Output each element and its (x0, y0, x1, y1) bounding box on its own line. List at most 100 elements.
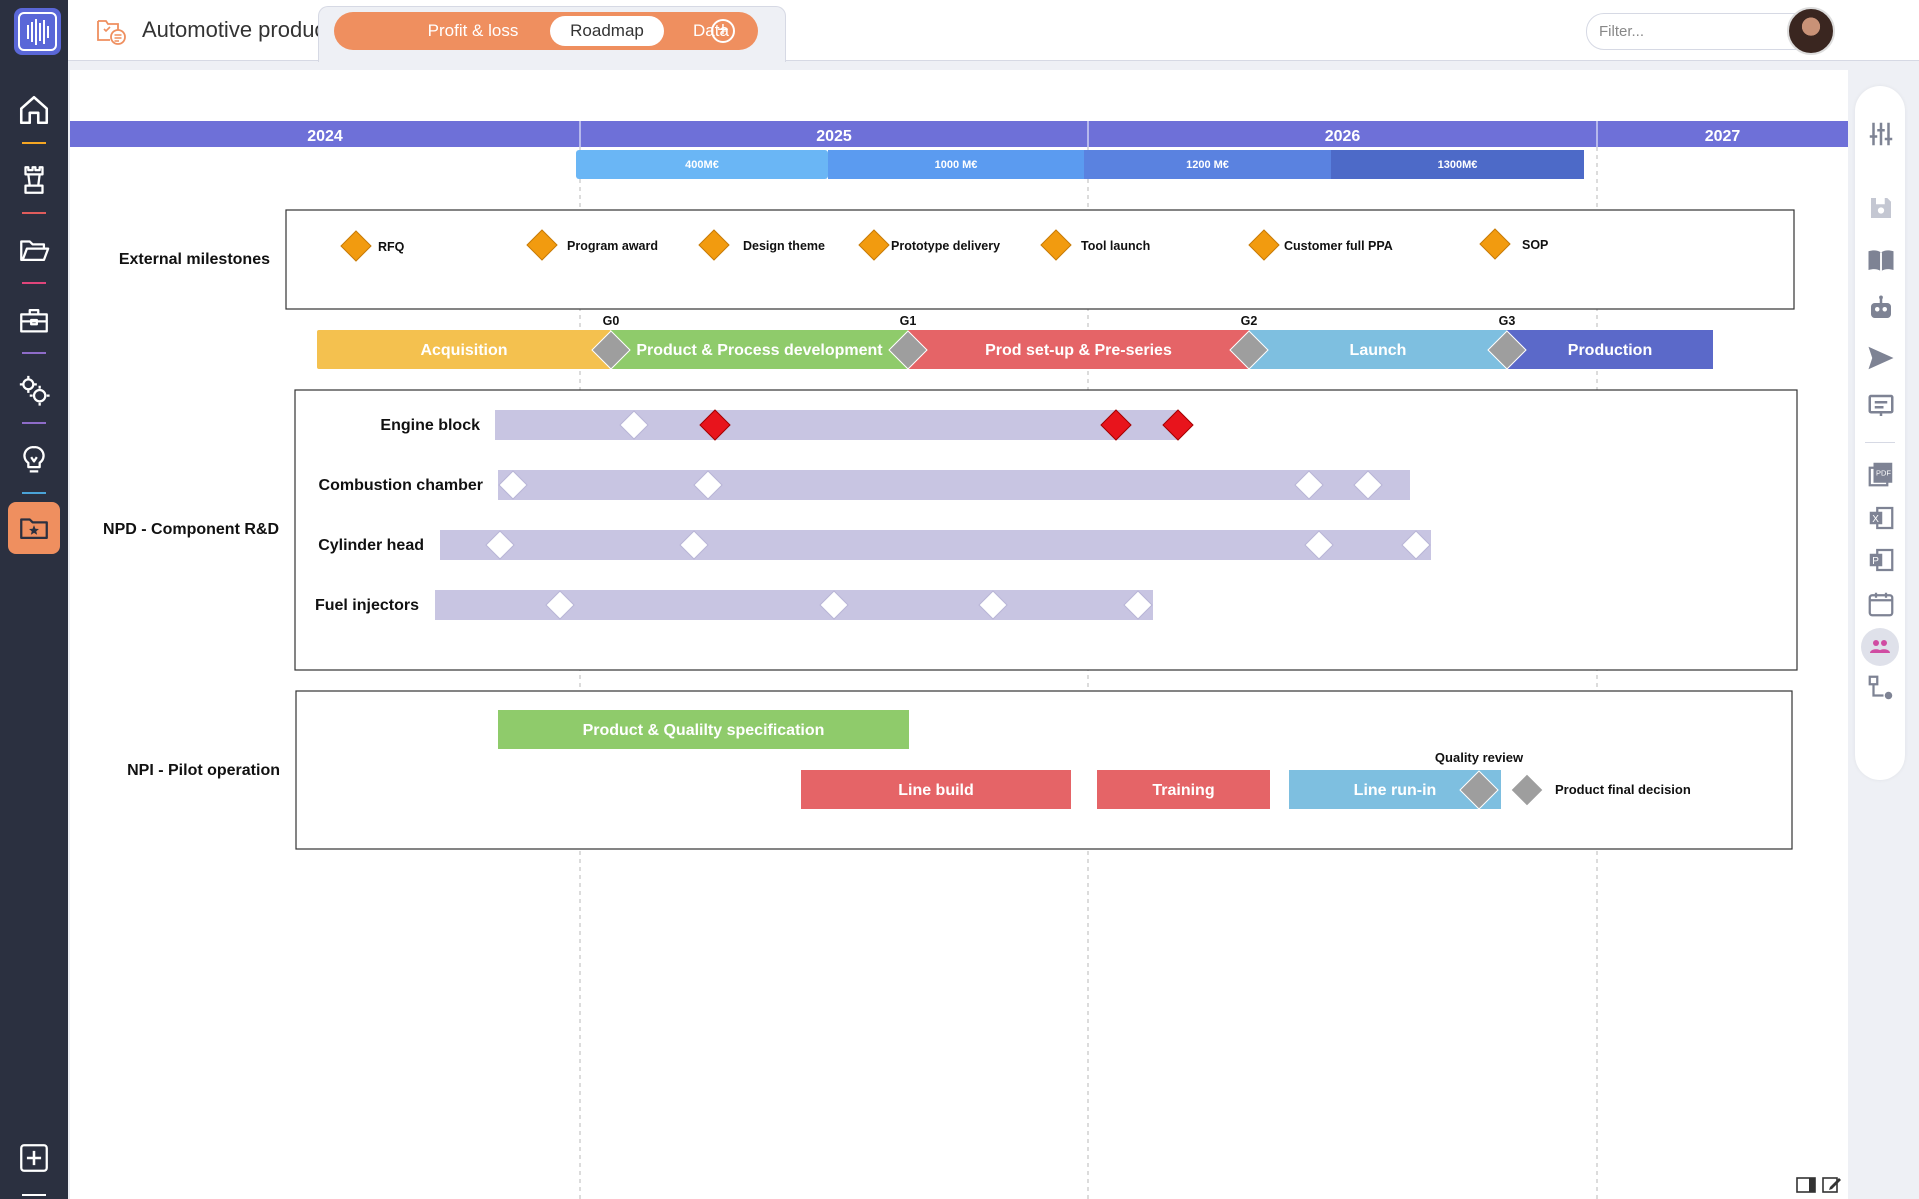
external-milestone-diamond[interactable] (1248, 229, 1280, 261)
bottom-toolbar (1796, 1176, 1842, 1194)
external-milestone-label: Program award (567, 239, 658, 253)
npd-row-label: Cylinder head (318, 537, 424, 554)
left-sidebar (0, 0, 68, 1199)
home-icon (19, 95, 49, 125)
npd-milestone[interactable] (485, 530, 515, 560)
npd-milestone[interactable] (1304, 530, 1334, 560)
npd-milestone[interactable] (498, 470, 528, 500)
svg-text:X: X (1872, 514, 1879, 525)
phase-label: Launch (1350, 342, 1407, 359)
document-title[interactable]: Automotive product (142, 17, 332, 42)
lightbulb-icon (23, 446, 45, 473)
present-button[interactable] (1865, 390, 1897, 422)
phase-label: Acquisition (420, 342, 507, 359)
phase-bar[interactable] (908, 330, 1249, 369)
favorites-folder-button[interactable] (8, 502, 60, 554)
gate-diamond[interactable] (1229, 330, 1269, 370)
portfolio-button[interactable] (8, 224, 60, 284)
users-icon (1870, 640, 1890, 653)
save-button[interactable] (1865, 192, 1897, 224)
gears-icon (19, 375, 50, 406)
avatar[interactable] (1787, 7, 1835, 55)
assistant-button[interactable] (1865, 292, 1897, 324)
npi-bar-label: Training (1152, 782, 1214, 799)
excel-export-button[interactable]: X (1865, 502, 1897, 534)
folder-star-icon (20, 518, 48, 540)
folder-open-icon (20, 240, 50, 262)
strategy-button[interactable] (8, 154, 60, 214)
external-milestone-diamond[interactable] (1479, 228, 1511, 260)
add-tab-icon[interactable]: + (711, 19, 735, 43)
calendar-export-icon (1868, 592, 1894, 617)
home-button[interactable] (8, 84, 60, 144)
external-milestone-label: Prototype delivery (891, 239, 1000, 253)
npd-milestone[interactable] (978, 590, 1008, 620)
npd-row-bar[interactable] (435, 590, 1153, 620)
gate-diamond[interactable] (1487, 330, 1527, 370)
settings-button[interactable] (8, 364, 60, 424)
powerpoint-export-button[interactable]: P (1865, 544, 1897, 576)
npd-milestone[interactable] (1353, 470, 1383, 500)
npd-critical-milestone[interactable] (1100, 409, 1132, 441)
phase-bar[interactable] (317, 330, 611, 369)
briefcase-icon (20, 308, 48, 333)
quality-review-label: Quality review (1435, 750, 1524, 765)
tab-profit-loss[interactable]: Profit & loss (427, 21, 519, 40)
gate-diamond[interactable] (888, 330, 928, 370)
npd-row-bar[interactable] (498, 470, 1410, 500)
npd-milestone[interactable] (545, 590, 575, 620)
guide-button[interactable] (1865, 244, 1897, 276)
external-milestone-diamond[interactable] (698, 229, 730, 261)
phase-label: Product & Process development (636, 342, 883, 359)
npi-bar[interactable] (498, 710, 909, 749)
ideas-button[interactable] (8, 434, 60, 494)
edit-icon[interactable] (1822, 1176, 1842, 1194)
npd-milestone[interactable] (1123, 590, 1153, 620)
app-logo[interactable] (14, 8, 61, 55)
budget-label: 1200 M€ (1186, 159, 1229, 171)
excel-export-icon: X (1869, 506, 1894, 530)
external-milestone-label: SOP (1522, 238, 1548, 252)
npd-critical-milestone[interactable] (699, 409, 731, 441)
workflow-settings-button[interactable] (1865, 672, 1897, 704)
phase-bar[interactable] (1249, 330, 1507, 369)
npd-milestone[interactable] (679, 530, 709, 560)
sliders-button[interactable] (1865, 118, 1897, 150)
pdf-export-button[interactable]: PDF (1865, 458, 1897, 490)
final-decision-milestone[interactable] (1510, 773, 1544, 807)
phase-bar[interactable] (1507, 330, 1713, 369)
external-milestone-diamond[interactable] (526, 229, 558, 261)
workflow-settings-icon (1868, 675, 1893, 700)
canvas-header-area (70, 70, 1754, 120)
gate-diamond[interactable] (591, 330, 631, 370)
phase-label: Prod set-up & Pre-series (985, 342, 1172, 359)
npd-milestone[interactable] (619, 410, 649, 440)
year-header-band (70, 121, 1848, 147)
npd-row-bar[interactable] (495, 410, 1177, 440)
npd-milestone[interactable] (693, 470, 723, 500)
calendar-export-button[interactable] (1865, 588, 1897, 620)
phase-label: Production (1568, 342, 1652, 359)
npd-row-label: Combustion chamber (319, 477, 483, 494)
tab-roadmap[interactable]: Roadmap (550, 16, 664, 46)
add-button[interactable] (8, 1132, 60, 1196)
npd-milestone[interactable] (819, 590, 849, 620)
npd-milestone[interactable] (1401, 530, 1431, 560)
gate-label: G0 (603, 314, 620, 328)
send-button[interactable] (1865, 342, 1897, 374)
panel-toggle-icon[interactable] (1796, 1176, 1816, 1194)
npd-milestone[interactable] (1294, 470, 1324, 500)
users-button[interactable] (1861, 628, 1899, 666)
business-button[interactable] (8, 294, 60, 354)
plus-square-icon (20, 1144, 48, 1172)
external-milestone-diamond[interactable] (340, 230, 372, 262)
npd-row-bar[interactable] (440, 530, 1431, 560)
npd-critical-milestone[interactable] (1162, 409, 1194, 441)
external-milestone-diamond[interactable] (1040, 229, 1072, 261)
external-milestone-diamond[interactable] (858, 229, 890, 261)
quality-review-milestone[interactable] (1459, 770, 1499, 810)
phase-bar[interactable] (611, 330, 908, 369)
npi-bar[interactable] (1097, 770, 1270, 809)
budget-segment (828, 150, 1084, 179)
npi-bar[interactable] (801, 770, 1071, 809)
